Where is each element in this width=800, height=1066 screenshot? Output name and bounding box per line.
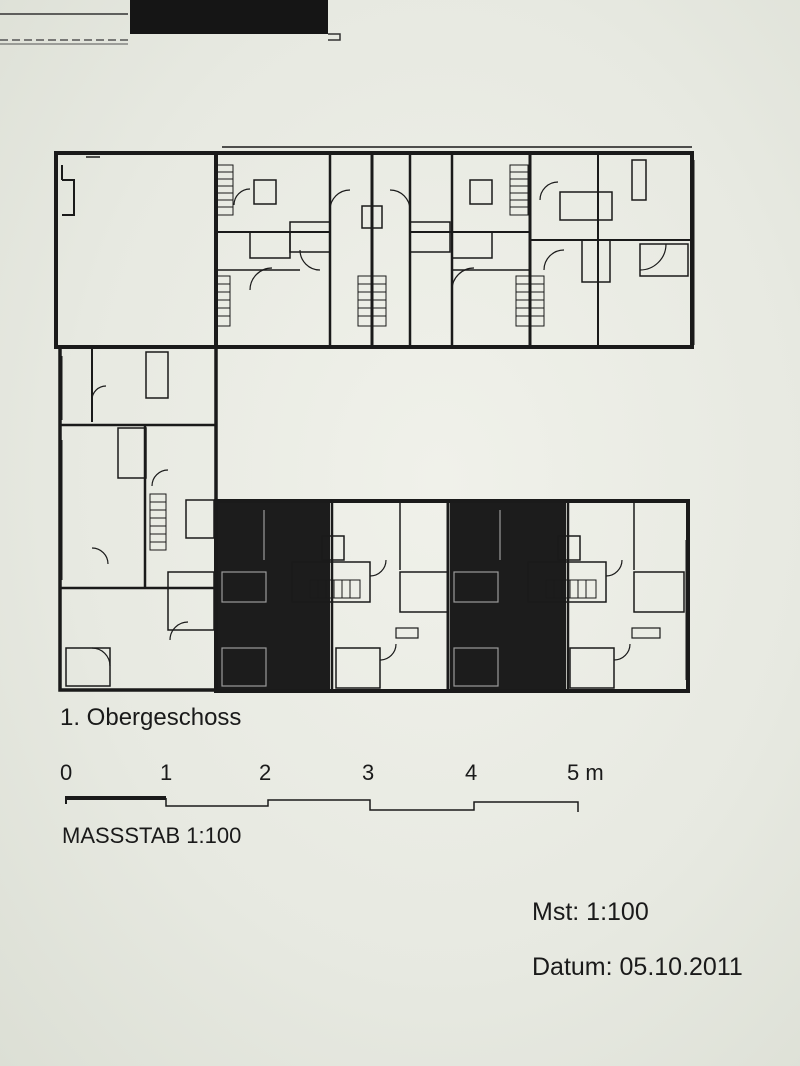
scale-tick-2: 2 — [259, 760, 272, 785]
block-upper-right — [214, 146, 695, 349]
scale-tick-5: 5 m — [567, 760, 604, 785]
scale-tick-1: 1 — [160, 760, 173, 785]
block-left-upper — [54, 151, 218, 349]
scale-bar — [65, 796, 579, 812]
previous-plan-fragment — [0, 0, 341, 45]
scale-label: MASSSTAB 1:100 — [62, 823, 242, 848]
floor-title: 1. Obergeschoss — [60, 704, 242, 731]
title-block-date: Datum: 05.10.2011 — [532, 953, 743, 981]
scale-tick-0: 0 — [60, 760, 73, 785]
title-block-scale: Mst: 1:100 — [532, 898, 649, 926]
scale-tick-4: 4 — [465, 760, 478, 785]
scale-tick-3: 3 — [362, 760, 375, 785]
block-left-middle — [58, 345, 218, 692]
block-lower-right — [214, 499, 690, 693]
